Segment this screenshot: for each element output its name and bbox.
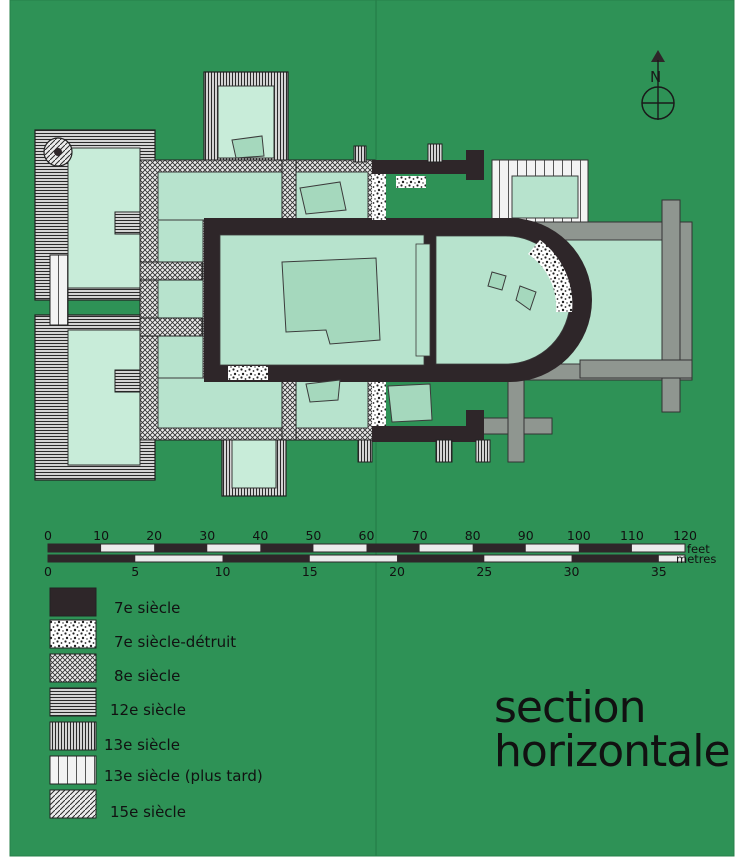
metre-tick-15: 15 xyxy=(302,564,318,579)
feet-scale-block xyxy=(366,544,420,552)
metre-tick-labels: 0 5 10 15 20 25 30 35 xyxy=(44,564,667,579)
south-post-3 xyxy=(475,439,491,463)
metre-scale-block xyxy=(397,555,485,562)
legend-label-13e-plus-tard: 13e siècle (plus tard) xyxy=(104,767,263,785)
apse-floor-remnant-2 xyxy=(487,271,507,291)
nave-speckle-west xyxy=(228,366,268,380)
compass-letter: N xyxy=(650,68,661,86)
feet-tick-0: 0 xyxy=(44,528,52,543)
legend-swatch-7e-detruit xyxy=(49,619,97,649)
north-east-room-inner xyxy=(511,175,579,219)
north-post-2 xyxy=(427,143,443,163)
metre-tick-35: 35 xyxy=(651,564,667,579)
apse-destroyed-section xyxy=(528,240,573,312)
feet-tick-40: 40 xyxy=(252,528,268,543)
metre-scale-block xyxy=(571,555,659,562)
feet-tick-80: 80 xyxy=(465,528,481,543)
feet-scale-bar xyxy=(47,543,686,553)
legend-label-13e: 13e siècle xyxy=(104,736,180,754)
cross-pier-sw xyxy=(139,317,203,337)
south-post-2 xyxy=(435,439,453,463)
feet-tick-110: 110 xyxy=(620,528,644,543)
south-dark-post xyxy=(466,410,484,442)
metre-scale-block xyxy=(222,555,310,562)
east-buttress-arm xyxy=(579,359,693,379)
nave-speckle-north xyxy=(396,176,426,188)
metre-tick-10: 10 xyxy=(215,564,231,579)
feet-scale-block xyxy=(154,544,208,552)
north-dark-wall xyxy=(372,160,480,174)
south-speckle-wall xyxy=(372,382,386,426)
floor-plan xyxy=(34,71,693,497)
feet-tick-50: 50 xyxy=(305,528,321,543)
nave-east-pier xyxy=(415,243,431,357)
legend-swatch-13e-plus-tard xyxy=(49,755,97,785)
west-porch xyxy=(49,254,69,326)
feet-tick-10: 10 xyxy=(93,528,109,543)
title-line-2: horizontale xyxy=(494,726,730,777)
west-facade-inner-s xyxy=(67,329,141,466)
metre-scale-block xyxy=(48,555,136,562)
legend-label-7e-detruit: 7e siècle-détruit xyxy=(114,633,236,651)
aisle-divider-s xyxy=(281,377,297,441)
feet-scale-block xyxy=(260,544,314,552)
legend-swatch-13e xyxy=(49,721,97,751)
cross-pier-nw xyxy=(139,261,203,281)
north-speckle-wall xyxy=(372,174,386,220)
title-line-1: section xyxy=(494,682,645,733)
feet-unit-label: feet xyxy=(687,542,710,556)
metre-tick-5: 5 xyxy=(131,564,139,579)
north-aisle-fragment xyxy=(231,135,265,159)
north-room-fragment xyxy=(299,181,347,215)
aisle-divider-n xyxy=(281,159,297,223)
feet-scale-block xyxy=(472,544,526,552)
apse-floor-remnant xyxy=(515,285,537,311)
legend-swatch-8e xyxy=(49,653,97,683)
metre-tick-0: 0 xyxy=(44,564,52,579)
legend: 7e siècle 7e siècle-détruit 8e siècle 12… xyxy=(49,587,263,821)
north-arrow-icon: N xyxy=(641,50,675,120)
legend-swatch-15e xyxy=(49,789,97,819)
south-post-1 xyxy=(357,439,373,463)
feet-tick-100: 100 xyxy=(567,528,591,543)
feet-tick-20: 20 xyxy=(146,528,162,543)
feet-scale-block xyxy=(578,544,632,552)
legend-swatch-7e xyxy=(49,587,97,617)
legend-label-7e: 7e siècle xyxy=(114,599,180,617)
feet-tick-120: 120 xyxy=(673,528,697,543)
north-dark-post xyxy=(466,150,484,180)
legend-swatch-12e xyxy=(49,687,97,717)
metre-tick-30: 30 xyxy=(564,564,580,579)
feet-scale-block xyxy=(48,544,102,552)
feet-tick-labels: 0 10 20 30 40 50 60 70 80 90 100 110 120 xyxy=(44,528,697,543)
board-highlight xyxy=(9,0,735,857)
legend-label-12e: 12e siècle xyxy=(110,701,186,719)
feet-tick-90: 90 xyxy=(518,528,534,543)
legend-label-15e: 15e siècle xyxy=(110,803,186,821)
south-annex-inner xyxy=(231,433,277,489)
metre-tick-20: 20 xyxy=(389,564,405,579)
legend-label-8e: 8e siècle xyxy=(114,667,180,685)
feet-tick-30: 30 xyxy=(199,528,215,543)
north-post-1 xyxy=(353,145,367,163)
feet-tick-60: 60 xyxy=(359,528,375,543)
stair-core xyxy=(54,148,62,156)
metres-unit-label: metres xyxy=(676,552,716,566)
south-cross-post xyxy=(507,379,525,463)
metres-scale-bar xyxy=(47,554,686,563)
south-dark-wall xyxy=(372,426,480,442)
south-aisle-fragment xyxy=(305,379,341,403)
floor-remnant xyxy=(281,257,381,345)
west-aisle xyxy=(157,219,204,379)
east-buttress-ne xyxy=(661,199,681,413)
south-room-fragment xyxy=(387,383,433,423)
metre-tick-25: 25 xyxy=(476,564,492,579)
feet-tick-70: 70 xyxy=(412,528,428,543)
